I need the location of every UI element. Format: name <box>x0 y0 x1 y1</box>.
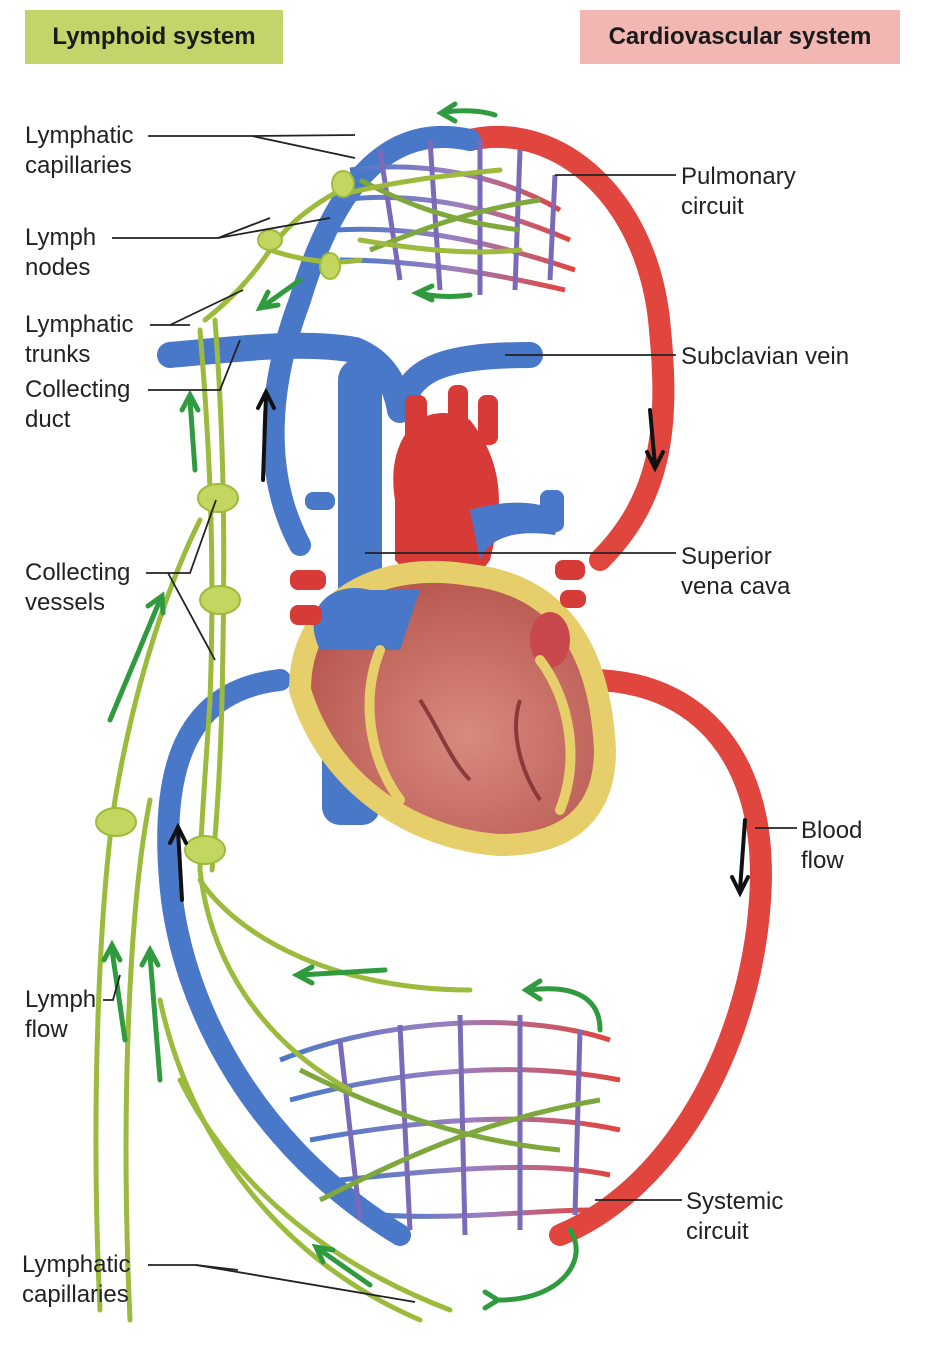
lymph-node <box>199 585 241 615</box>
lymph-node <box>184 835 226 865</box>
lymph-node <box>197 483 239 513</box>
lymph-node <box>95 807 137 837</box>
label-subclavian-vein: Subclavian vein <box>681 343 850 370</box>
lymphoid-system-header: Lymphoid system <box>25 10 283 64</box>
lymph-nodes <box>95 170 355 865</box>
systemic-artery-loop <box>549 669 772 1246</box>
lymph-node <box>331 170 355 198</box>
lymph-flow-arrows <box>101 101 603 1311</box>
blood-flow-arrows <box>168 387 750 902</box>
pulmonary-artery-loop <box>459 125 675 571</box>
leader-lines <box>103 134 797 1303</box>
pulmonary-vein-loop <box>262 125 481 556</box>
systemic-capillary-bed <box>279 1014 621 1236</box>
cardiovascular-system-header: Cardiovascular system <box>580 10 900 64</box>
systemic-vein-loop <box>157 669 411 1246</box>
heart <box>289 385 616 856</box>
lymph-node <box>257 229 283 251</box>
lymph-node <box>319 252 341 280</box>
